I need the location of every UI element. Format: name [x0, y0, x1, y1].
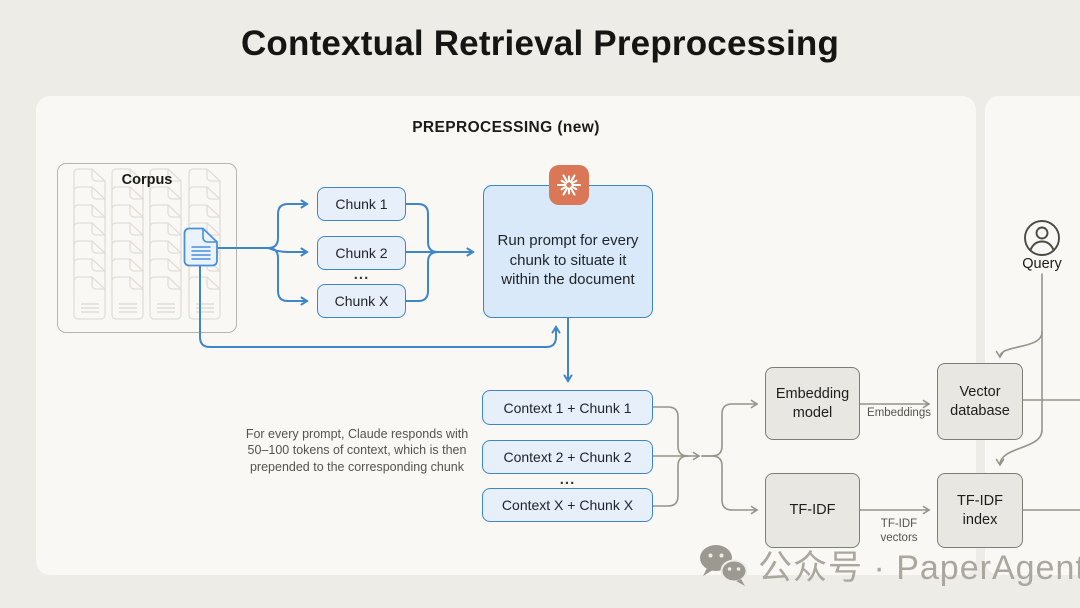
corpus-document-stacks — [73, 168, 221, 320]
embedding-model-label: Embedding model — [775, 386, 850, 421]
panel-heading: PREPROCESSING (new) — [412, 119, 600, 136]
context-1-box: Context 1 + Chunk 1 — [482, 390, 653, 425]
edge-label-tfidf-vectors: TF-IDF vectors — [880, 518, 918, 545]
run-prompt-box: Run prompt for every chunk to situate it… — [483, 185, 653, 318]
vector-database-node: Vector database — [937, 363, 1023, 440]
watermark: 公众号 · PaperAgent — [698, 540, 1080, 589]
context-x-box: Context X + Chunk X — [482, 488, 653, 522]
run-prompt-text: Run prompt for every chunk to situate it… — [497, 231, 639, 289]
context-x-label: Context X + Chunk X — [501, 497, 634, 513]
embedding-model-node: Embedding model — [765, 367, 860, 440]
page-title: Contextual Retrieval Preprocessing — [240, 24, 840, 63]
chunks-ellipsis: ... — [353, 266, 370, 283]
query-user-icon — [1024, 220, 1060, 256]
query-label: Query — [1022, 256, 1062, 272]
context-1-label: Context 1 + Chunk 1 — [503, 399, 632, 416]
chunk-x-box: Chunk X — [317, 284, 406, 318]
wechat-icon — [700, 544, 748, 586]
chunk-1-label: Chunk 1 — [335, 196, 388, 212]
contexts-ellipsis: ... — [559, 471, 576, 488]
edge-label-embeddings: Embeddings — [867, 407, 931, 419]
watermark-text: 公众号 · PaperAgent — [758, 549, 1080, 587]
tfidf-node: TF-IDF — [765, 473, 860, 548]
corpus-label: Corpus — [121, 172, 173, 188]
tfidf-label: TF-IDF — [789, 502, 836, 519]
vector-database-label: Vector database — [950, 384, 1010, 419]
chunk-2-label: Chunk 2 — [335, 245, 388, 261]
claude-starburst-icon — [549, 165, 589, 205]
chunk-x-label: Chunk X — [334, 293, 389, 309]
context-2-label: Context 2 + Chunk 2 — [503, 449, 632, 465]
tfidf-index-label: TF-IDF index — [957, 493, 1003, 528]
context-2-box: Context 2 + Chunk 2 — [482, 440, 653, 474]
tfidf-index-node: TF-IDF index — [937, 473, 1023, 548]
chunk-1-box: Chunk 1 — [317, 187, 406, 221]
chunk-2-box: Chunk 2 — [317, 236, 406, 270]
claude-note-text: For every prompt, Claude responds with 5… — [245, 427, 469, 474]
